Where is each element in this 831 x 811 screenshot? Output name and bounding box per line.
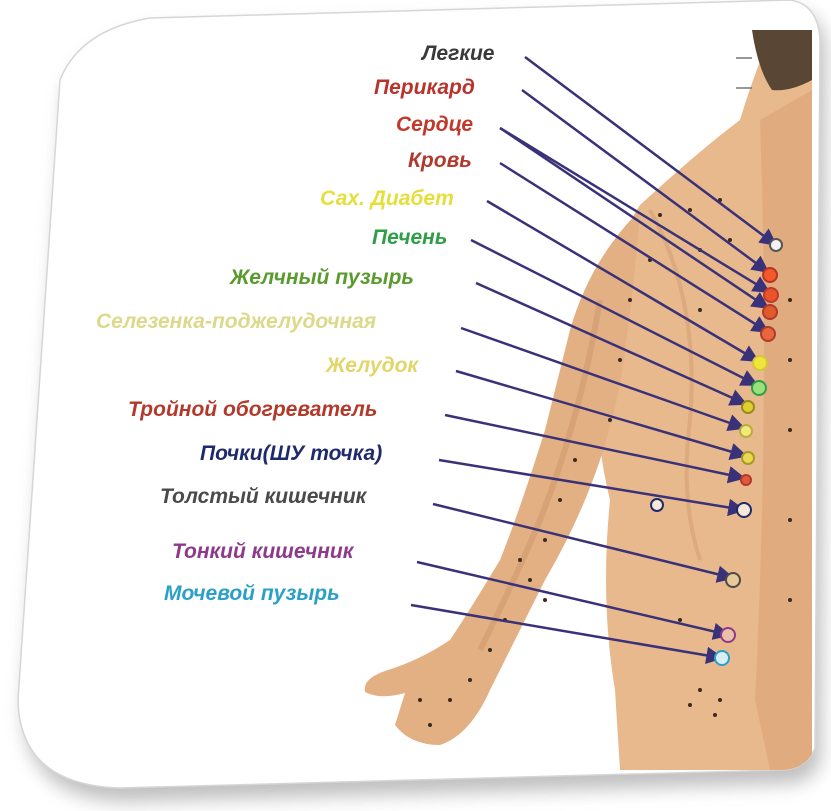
label-liver: Печень [372,226,447,249]
label-lungs: Легкие [420,42,495,65]
label-triple-heater: Тройной обогреватель [128,398,377,421]
label-bladder: Мочевой пузырь [164,582,340,605]
label-kidneys: Почки(ШУ точка) [200,442,382,465]
label-large-intestine: Толстый кишечник [160,485,368,508]
label-heart: Сердце [396,113,473,136]
label-gallbladder: Желчный пузырь [229,266,414,289]
label-diabetes: Сах. Диабет [320,187,454,210]
label-pericardium: Перикард [374,76,475,99]
label-small-intestine: Тонкий кишечник [172,540,355,563]
label-spleen: Селезенка-поджелудочная [96,310,376,333]
label-stomach: Желудок [325,354,419,377]
label-blood: Кровь [408,149,472,172]
